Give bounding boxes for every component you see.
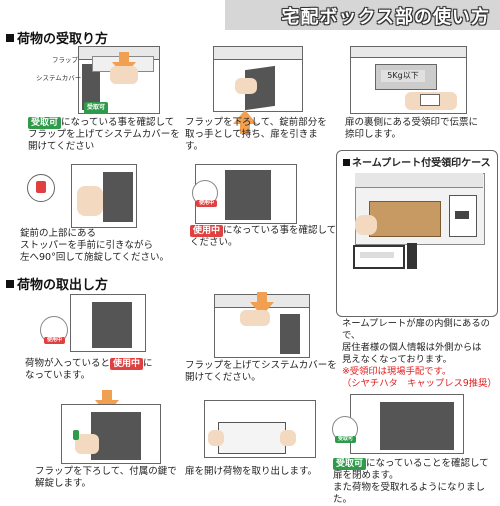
- hand-icon: [235, 78, 257, 94]
- zoom-circle: 使用中: [192, 180, 218, 207]
- badge-in-use: 使用中: [190, 225, 224, 237]
- page-title: 宅配ボックス部の使い方: [281, 7, 490, 28]
- takeout5-caption: 受取可になっていることを確認して 扉を閉めます。 また荷物を受取れるようになりま…: [333, 458, 489, 505]
- takeout1-illustration: 使用中: [38, 292, 148, 352]
- hand-icon: [110, 66, 138, 84]
- stamp-holder-icon: [407, 243, 417, 269]
- nameplate-frame: [353, 245, 405, 269]
- takeout4-caption: 扉を開け荷物を取り出します。: [185, 466, 318, 477]
- takeout1-caption: 荷物が入っていると使用中に なっています。: [25, 358, 153, 381]
- step2-illustration: [205, 42, 315, 134]
- square-bullet-icon: [6, 34, 14, 42]
- takeout4-illustration: [200, 396, 320, 460]
- takeout5-illustration: 受取可: [330, 392, 470, 454]
- zoom-circle: 使用中: [40, 316, 68, 344]
- takeout2-illustration: [210, 290, 320, 360]
- nameplate-caption: ネームプレートが扉の内側にあるので、 居住者様の個人情報は外側からは 見えなくな…: [342, 318, 500, 390]
- square-bullet-icon: [6, 280, 14, 288]
- parcel-box-icon: [369, 201, 441, 237]
- flap-label: フラップ: [52, 56, 78, 64]
- zoom-circle: 受取可: [332, 416, 358, 443]
- indicator-receivable: 受取可: [84, 94, 109, 114]
- zoom-circle: [27, 174, 55, 202]
- step5-caption: 使用中になっている事を確認して ください。: [190, 225, 337, 248]
- key-icon: [73, 430, 79, 440]
- step4-caption: 錠前の上部にある ストッパーを手前に引きながら 左へ90°回して施錠してください…: [20, 228, 169, 263]
- step4-illustration: [25, 160, 137, 230]
- takeout3-caption: フラップを下ろして、付属の鍵で 解錠します。: [35, 466, 177, 489]
- receipt-stamp-icon: [420, 94, 440, 106]
- step3-illustration: 5Kg以下: [345, 42, 495, 117]
- step5-illustration: 使用中: [190, 160, 320, 225]
- step1-caption: 受取可になっている事を確認して フラップを上げてシステムカバーを 開けてください: [28, 117, 180, 152]
- stamp-note: ※受領印は現場手配です。: [342, 366, 452, 377]
- title-banner: 宅配ボックス部の使い方: [225, 0, 500, 30]
- step3-caption: 扉の裏側にある受領印で伝票に 捺印します。: [345, 117, 479, 140]
- hand-icon: [77, 186, 103, 216]
- parcel-box-icon: [218, 422, 286, 454]
- section-receive-title: 荷物の受取り方: [6, 28, 108, 47]
- badge-receivable: 受取可: [28, 117, 62, 129]
- hand-icon: [355, 215, 377, 235]
- takeout2-caption: フラップを上げてシステムカバーを 開けてください。: [185, 360, 337, 383]
- hand-icon: [75, 434, 99, 454]
- hand-icon: [240, 310, 270, 326]
- section-take-out-title: 荷物の取出し方: [6, 274, 108, 293]
- nameplate-title: ネームプレート付受領印ケース: [343, 154, 491, 169]
- takeout3-illustration: [55, 390, 165, 465]
- nameplate-illustration: [351, 171, 491, 269]
- step1-illustration: 受取可: [40, 42, 160, 114]
- step2-caption: フラップを下ろして、錠前部分を 取っ手として持ち、扉を引きます。: [185, 117, 327, 152]
- badge-receivable: 受取可: [333, 458, 367, 470]
- kg-limit-label: 5Kg以下: [381, 70, 425, 82]
- stamp-recommend-note: （シヤチハタ キャップレス9推奨）: [342, 378, 497, 389]
- badge-in-use: 使用中: [110, 358, 144, 370]
- system-cover-label: システムカバー: [36, 74, 82, 82]
- nameplate-case-box: ネームプレート付受領印ケース: [336, 150, 498, 317]
